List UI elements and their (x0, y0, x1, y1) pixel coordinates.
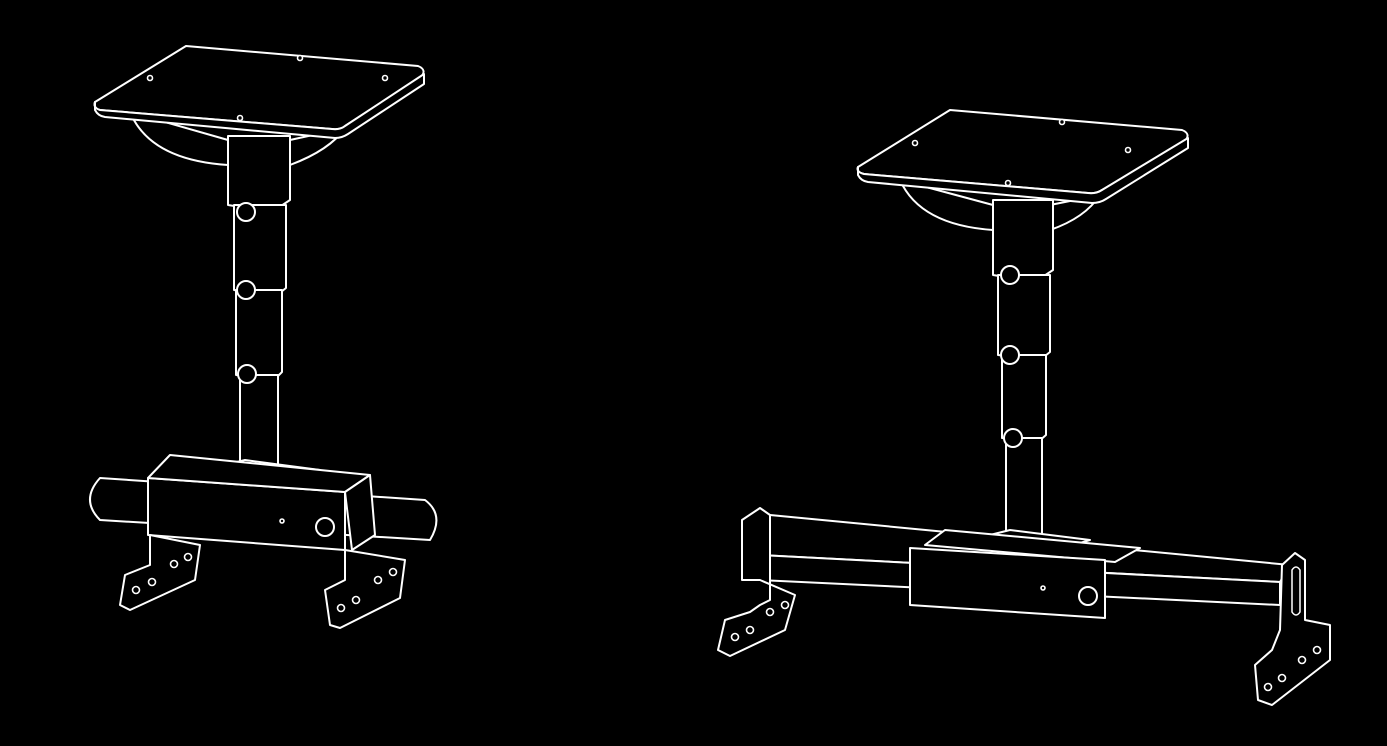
left-end-bracket (717, 507, 796, 657)
plate-hole (296, 54, 304, 62)
knob-icon[interactable] (236, 202, 256, 222)
plate-hole (381, 74, 389, 82)
pole-top-sleeve (227, 135, 291, 213)
knob-icon[interactable] (1000, 345, 1020, 365)
right-end-bracket (1254, 552, 1331, 706)
knob-icon[interactable] (1078, 586, 1098, 606)
center-housing (909, 547, 1106, 619)
knob-icon[interactable] (315, 517, 335, 537)
pin-hole (279, 518, 285, 524)
adjust-slot (1291, 566, 1301, 616)
side-clamp (344, 474, 376, 551)
top-plate-edge (93, 73, 425, 139)
mount-extended (717, 109, 1331, 706)
knob-icon[interactable] (236, 280, 256, 300)
knob-icon[interactable] (1003, 428, 1023, 448)
plate-hole (236, 114, 244, 122)
knob-icon[interactable] (237, 364, 257, 384)
mount-retracted (89, 45, 438, 629)
plate-hole (146, 74, 154, 82)
pole-section (1001, 354, 1047, 443)
top-plate-edge (856, 137, 1189, 204)
knob-icon[interactable] (1000, 265, 1020, 285)
